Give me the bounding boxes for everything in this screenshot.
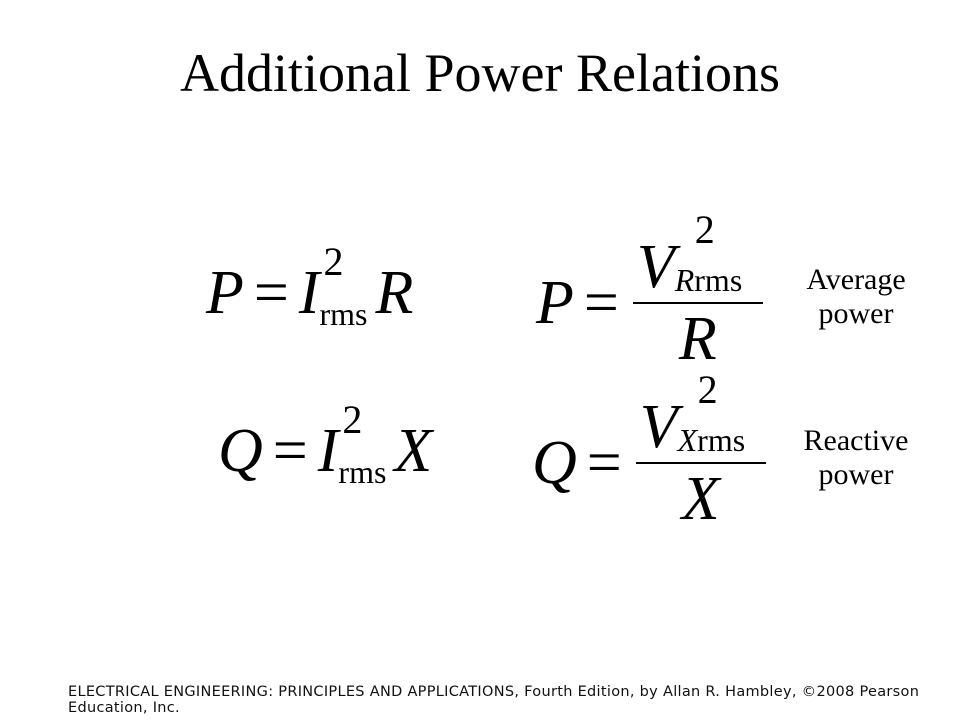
fraction-bar [635,462,766,464]
fraction-denominator: R [678,305,717,373]
exponent: 2 [694,207,715,252]
fraction-denominator: X [681,465,720,533]
resistance-symbol: R [375,259,414,327]
x-rms-subscript: Xrms [678,424,746,456]
voltage-symbol: V [639,393,678,461]
reactive-power-symbol: Q [218,417,263,485]
exponent: 2 [323,239,344,284]
subscript-r: R [674,262,695,298]
reactive-power-label: Reactive power [786,424,926,492]
average-power-label: Average power [786,263,926,331]
subscript-rms: rms [697,422,746,458]
exponent: 2 [342,397,363,442]
power-symbol: P [536,269,574,337]
subscript-x: X [677,422,698,458]
r-rms-subscript: Rrms [675,264,743,296]
subscript-rms: rms [694,262,743,298]
current-symbol: I [317,417,339,485]
rms-subscript: rms [338,454,387,490]
current-sup-sub: 2 rms [320,242,376,331]
reactive-label-line2: power [818,458,894,491]
slide-title: Additional Power Relations [180,43,780,103]
equals-sign: = [586,429,622,497]
copyright-footer: ELECTRICAL ENGINEERING: PRINCIPLES AND A… [68,684,920,716]
average-label-line2: power [818,297,894,330]
current-symbol: I [298,259,320,327]
average-label-line1: Average [806,263,906,296]
equals-sign: = [272,417,308,485]
reactive-power-symbol: Q [532,429,577,497]
fraction-bar [632,302,763,304]
voltage-symbol: V [636,233,675,301]
reactive-label-line1: Reactive [803,424,909,457]
equals-sign: = [253,259,289,327]
power-symbol: P [206,259,244,327]
exponent: 2 [697,367,718,412]
rms-subscript: rms [319,296,368,332]
equals-sign: = [583,269,619,337]
reactance-symbol: X [394,417,433,485]
current-sup-sub: 2 rms [338,400,394,489]
